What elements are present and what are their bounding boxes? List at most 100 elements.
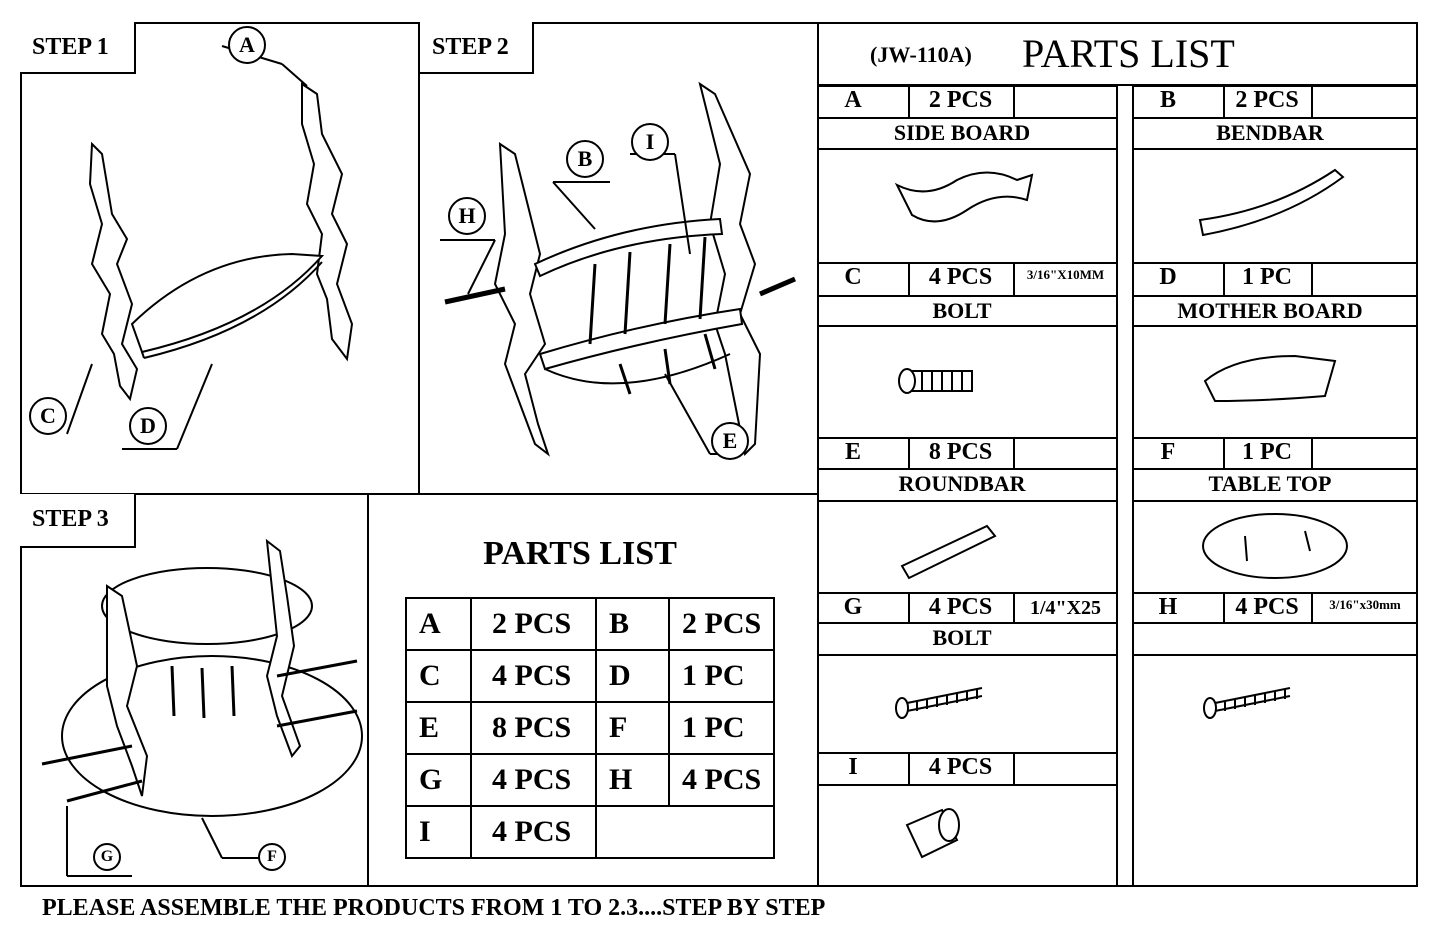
part-letter: C [844,264,862,290]
callout-a: A [228,26,266,64]
part-name: TABLE TOP [1208,471,1332,496]
step-1-illustration [66,45,354,450]
part-spec: 3/16"X10MM [1026,267,1105,282]
divider [818,752,1116,754]
divider [1013,752,1015,784]
divider [908,262,910,295]
callout-i: I [631,123,669,161]
divider [818,592,1116,594]
part-qty: 4 PCS [668,753,775,807]
divider [20,493,818,495]
part-qty: 2 PCS [1235,87,1299,113]
part-qty: 4 PCS [1235,594,1299,620]
part-8-illustration [905,808,960,859]
divider [908,85,910,117]
part-name: BOLT [932,625,992,650]
divider [1133,500,1417,502]
divider [818,437,1116,439]
part-qty: 4 PCS [928,754,993,780]
divider [1133,262,1417,264]
part-qty: 1 PC [1242,264,1292,290]
part-4-illustration [900,524,997,580]
part-letter: H [595,753,670,807]
part-name: BOLT [932,298,992,323]
part-letter: E [844,439,861,465]
model-number: (JW-110A) [870,42,972,67]
divider [1013,262,1015,295]
divider [1133,622,1417,624]
part-qty: 1 PC [668,649,775,703]
divider [1223,592,1225,622]
part-qty: 8 PCS [470,701,597,755]
callout-b: B [566,140,604,178]
step-2-illustration [440,81,796,457]
part-spec: 3/16"x30mm [1329,597,1401,612]
divider [1132,85,1134,886]
part-qty: 4 PCS [928,264,993,290]
divider [1013,592,1015,622]
part-name: BENDBAR [1216,120,1324,145]
divider [1133,295,1417,297]
part-letter: D [595,649,670,703]
callout-c: C [29,397,67,435]
part-6-illustration [895,687,983,719]
part-qty: 1 PC [1242,439,1292,465]
part-letter: B [1159,87,1176,113]
divider [1013,85,1015,117]
divider [1311,262,1313,295]
part-letter: G [843,594,863,620]
part-0-illustration [894,171,1034,223]
part-qty: 4 PCS [470,649,597,703]
divider [818,500,1116,502]
divider [908,437,910,468]
part-name: SIDE BOARD [893,120,1031,145]
divider [1223,437,1225,468]
divider [1223,85,1225,117]
small-parts-list-title: PARTS LIST [483,535,677,572]
callout-h: H [448,197,486,235]
part-letter: D [1159,264,1177,290]
part-letter: I [405,805,472,859]
part-letter: F [1160,439,1176,465]
part-letter: A [405,597,472,651]
part-qty: 2 PCS [668,597,775,651]
part-qty: 4 PCS [928,594,993,620]
part-name: ROUNDBAR [898,471,1026,496]
part-qty: 4 PCS [470,805,597,859]
instruction-sheet-frame [20,22,1418,887]
part-letter: F [595,701,670,755]
divider [1013,437,1015,468]
divider [818,148,1116,150]
part-1-illustration [1198,168,1345,237]
callout-f: F [258,843,286,871]
footer-instruction: PLEASE ASSEMBLE THE PRODUCTS FROM 1 TO 2… [42,895,826,921]
part-2-illustration [898,368,973,394]
empty-cell [595,805,775,859]
step-2-label: STEP 2 [420,22,534,74]
part-letter: B [595,597,670,651]
part-qty: 1 PC [668,701,775,755]
divider [818,117,1116,119]
callout-d: D [129,407,167,445]
part-qty: 4 PCS [470,753,597,807]
divider [1133,148,1417,150]
divider [1133,592,1417,594]
part-7-illustration [1203,687,1291,719]
part-qty: 8 PCS [928,439,993,465]
divider [818,85,1116,87]
divider [1133,437,1417,439]
divider [818,784,1116,786]
divider [418,22,420,494]
part-qty: 2 PCS [470,597,597,651]
divider [908,752,910,784]
divider [1311,437,1313,468]
step-1-label: STEP 1 [20,22,136,74]
divider [1116,85,1118,886]
divider [367,494,369,886]
part-qty: 2 PCS [928,87,993,113]
part-name: MOTHER BOARD [1177,298,1363,323]
